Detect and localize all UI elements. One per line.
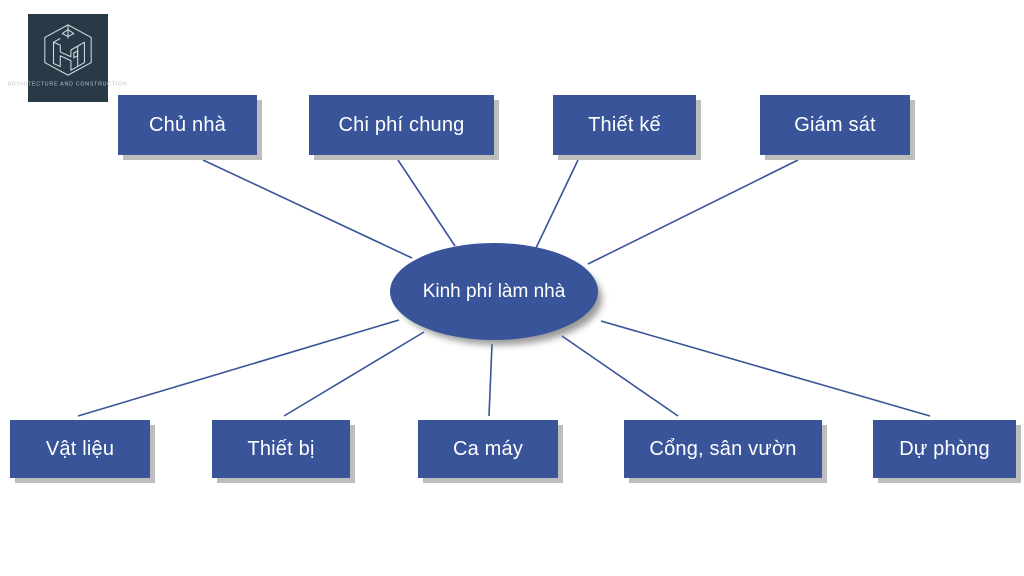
node-label: Dự phòng xyxy=(899,437,990,460)
node-label: Chi phí chung xyxy=(338,113,465,136)
node-top_nodes-2[interactable]: Thiết kế xyxy=(553,95,696,155)
connector-line-1 xyxy=(397,159,456,247)
connector-line-6 xyxy=(488,343,493,417)
center-node-kinh-phi-lam-nha[interactable]: Kinh phí làm nhà xyxy=(390,243,598,340)
connector-line-0 xyxy=(202,159,413,259)
connector-line-2 xyxy=(535,159,579,249)
node-label: Ca máy xyxy=(452,437,524,460)
connector-line-4 xyxy=(77,319,400,417)
node-label: Chủ nhà xyxy=(148,113,226,136)
connector-line-8 xyxy=(600,320,931,417)
node-bottom_nodes-3[interactable]: Cổng, sân vườn xyxy=(624,420,822,478)
ha-architecture-logo: ARCHITECTURE AND CONSTRUCTION xyxy=(8,14,127,102)
node-top_nodes-1[interactable]: Chi phí chung xyxy=(309,95,494,155)
isometric-house-logo-icon xyxy=(39,21,97,79)
node-label: Giám sát xyxy=(794,113,876,136)
center-node-label: Kinh phí làm nhà xyxy=(422,280,566,302)
node-bottom_nodes-0[interactable]: Vật liệu xyxy=(10,420,150,478)
node-top_nodes-0[interactable]: Chủ nhà xyxy=(118,95,257,155)
node-label: Cổng, sân vườn xyxy=(649,437,797,460)
node-bottom_nodes-2[interactable]: Ca máy xyxy=(418,420,558,478)
node-label: Vật liệu xyxy=(45,437,115,460)
node-bottom_nodes-1[interactable]: Thiết bị xyxy=(212,420,350,478)
connector-line-3 xyxy=(587,159,799,265)
node-top_nodes-3[interactable]: Giám sát xyxy=(760,95,910,155)
logo-caption: ARCHITECTURE AND CONSTRUCTION xyxy=(8,81,128,88)
node-label: Thiết kế xyxy=(588,113,661,136)
connector-line-5 xyxy=(283,331,425,417)
node-bottom_nodes-4[interactable]: Dự phòng xyxy=(873,420,1016,478)
node-label: Thiết bị xyxy=(247,437,315,460)
connector-line-7 xyxy=(561,335,679,417)
